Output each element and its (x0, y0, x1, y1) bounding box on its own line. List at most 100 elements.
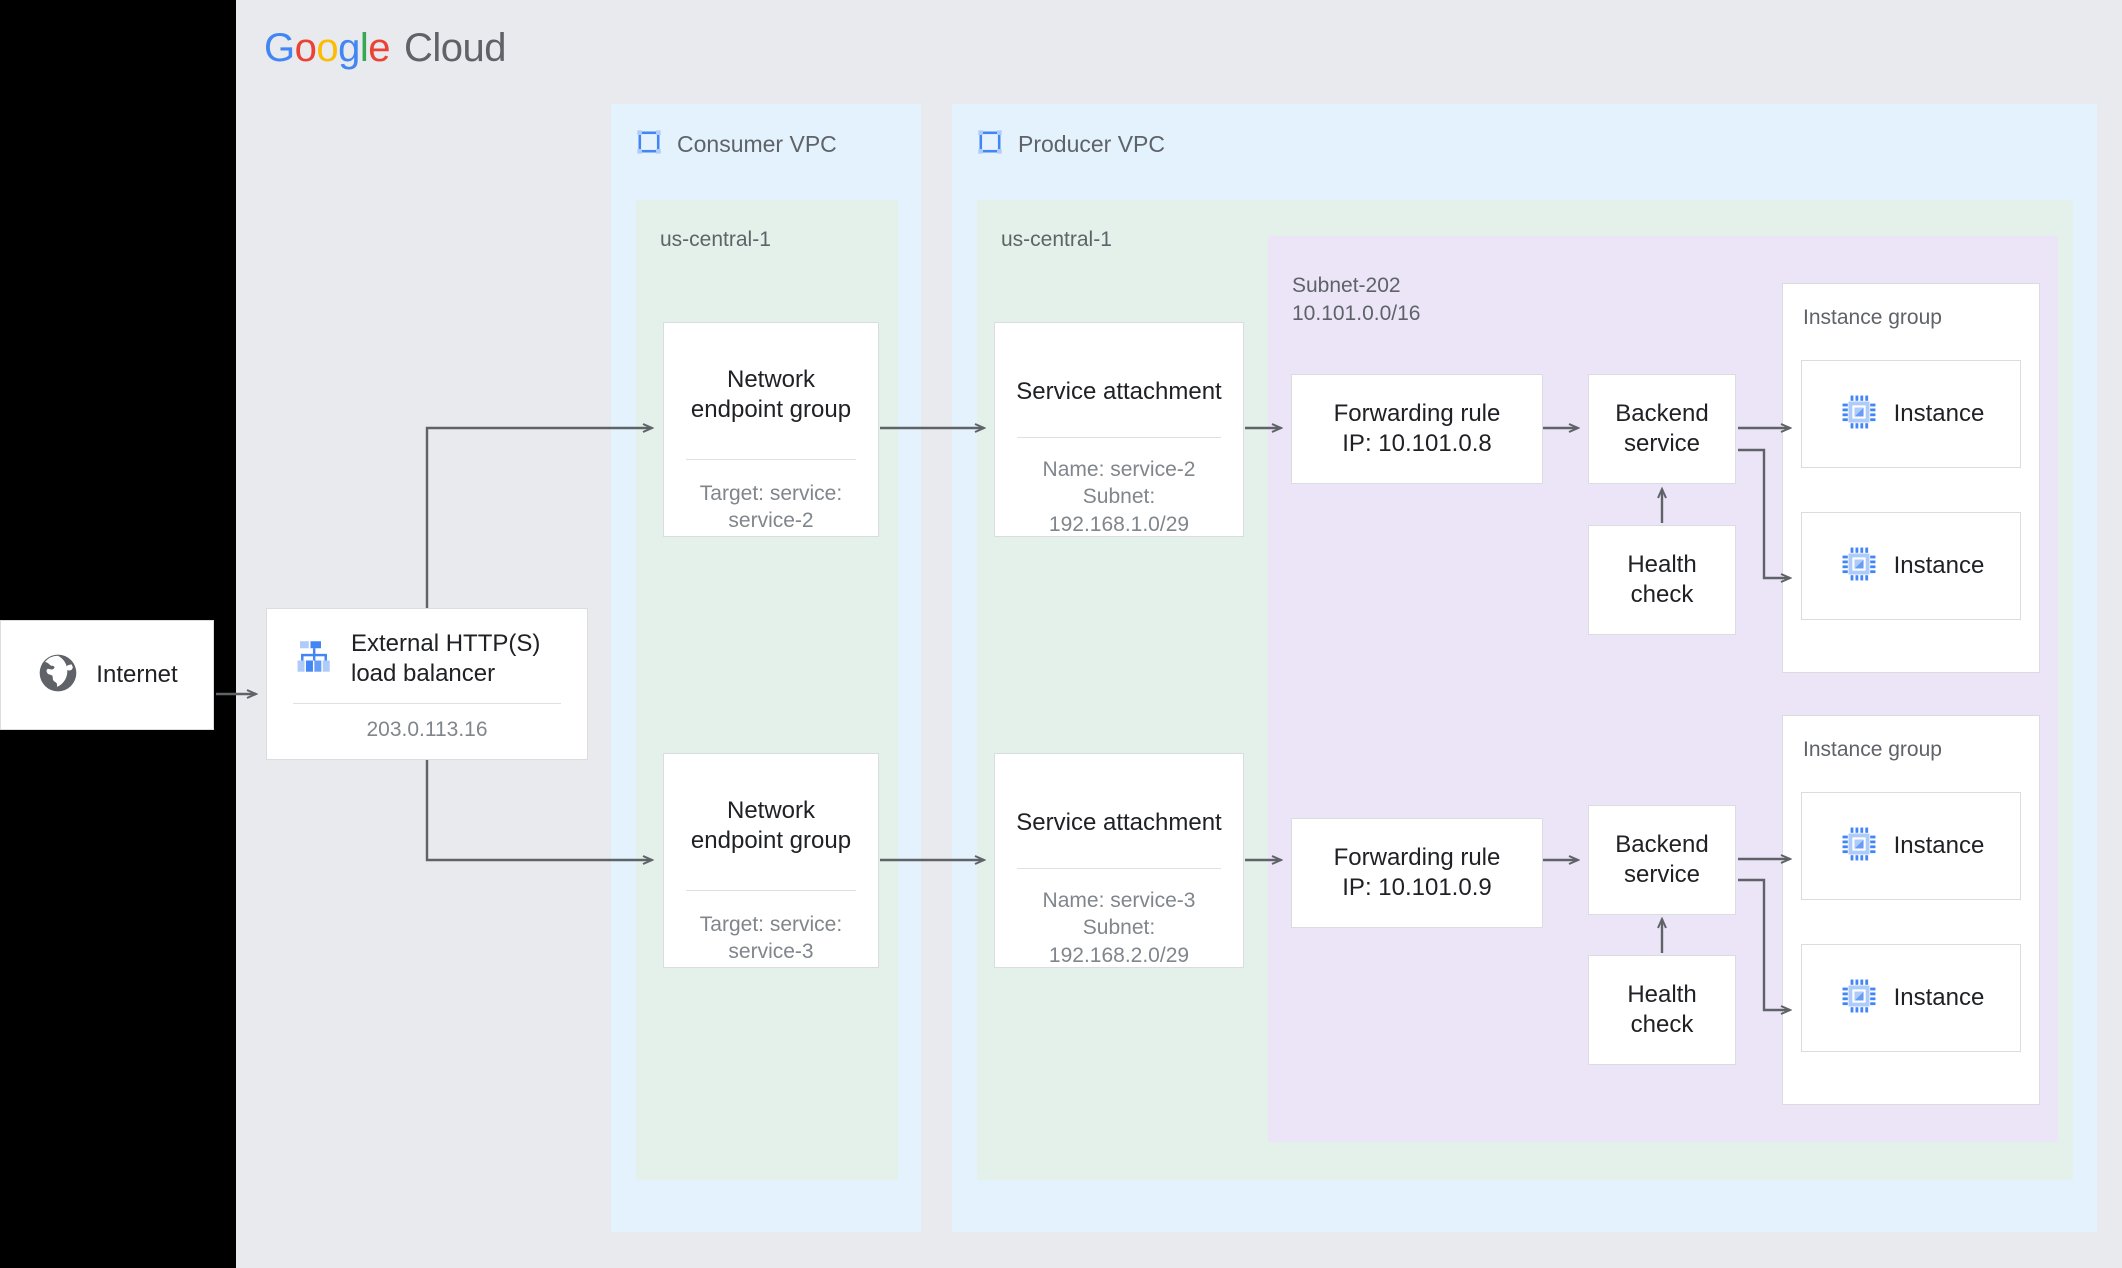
neg-1-title: Network endpoint group (664, 323, 878, 425)
backend-service-1: Backend service (1588, 374, 1736, 484)
backend-service-1-line2: service (1623, 430, 1701, 457)
forwarding-rule-1-ip: IP: 10.101.0.8 (1342, 430, 1492, 457)
consumer-region-label: us-central-1 (660, 228, 771, 251)
service-attachment-1: Service attachment Name: service-2 Subne… (994, 322, 1244, 537)
instance-label: Instance (1893, 552, 1985, 579)
neg-2-subtitle: Target: service: service-3 (664, 891, 878, 966)
instance-group-1-label: Instance group (1803, 306, 1942, 329)
sa-1-name: Name: service-2 (1042, 458, 1196, 481)
logo-letter-e: e (368, 26, 391, 70)
instance-label: Instance (1893, 832, 1985, 859)
divider (293, 703, 561, 704)
consumer-vpc-header: Consumer VPC (611, 104, 921, 161)
health-check-1-line1: Health (1627, 551, 1697, 578)
neg-1-sub-line1: Target: service: (699, 482, 843, 505)
backend-service-2: Backend service (1588, 805, 1736, 915)
service-attachment-2-title: Service attachment (1016, 809, 1222, 836)
service-attachment-1-title: Service attachment (1016, 378, 1222, 405)
neg-1-sub-line2: service-2 (728, 509, 814, 533)
instance-icon (1838, 823, 1880, 870)
forwarding-rule-1-line1: Forwarding rule (1333, 400, 1501, 427)
neg-1-title-line1: Network (726, 366, 816, 393)
instance-group-1: Instance group (1782, 283, 2040, 673)
logo-letter-o1: o (294, 26, 317, 70)
neg-1-title-line2: endpoint group (690, 396, 852, 423)
service-attachment-1-details: Name: service-2 Subnet: 192.168.1.0/29 (995, 438, 1243, 538)
backend-service-2-text: Backend service (1615, 830, 1708, 890)
load-balancer-title-line1: External HTTP(S) (351, 630, 541, 657)
google-cloud-logo: Google Cloud (264, 26, 507, 71)
load-balancer-ip: 203.0.113.16 (366, 718, 488, 741)
health-check-1: Health check (1588, 525, 1736, 635)
instance-group-1-instance-2: Instance (1801, 512, 2021, 620)
producer-region-label: us-central-1 (1001, 228, 1112, 251)
consumer-vpc-title: Consumer VPC (677, 131, 837, 157)
network-endpoint-group-1: Network endpoint group Target: service: … (663, 322, 879, 537)
divider (1017, 868, 1221, 869)
producer-vpc-header: Producer VPC (952, 104, 2097, 161)
vpc-icon (976, 128, 1004, 161)
service-attachment-2-details: Name: service-3 Subnet: 192.168.2.0/29 (995, 869, 1243, 969)
sa-2-subnet-label: Subnet: (1082, 916, 1156, 940)
sa-1-subnet-label: Subnet: (1082, 485, 1156, 509)
producer-vpc-title: Producer VPC (1018, 131, 1166, 157)
forwarding-rule-2-ip: IP: 10.101.0.9 (1342, 874, 1492, 901)
sa-1-subnet-cidr: 192.168.1.0/29 (1048, 512, 1190, 536)
load-balancer-icon (293, 636, 335, 683)
neg-2-sub-line2: service-3 (728, 940, 814, 964)
divider (1017, 437, 1221, 438)
backend-service-1-line1: Backend (1615, 400, 1709, 427)
logo-letter-l: l (359, 26, 369, 70)
neg-1-subtitle: Target: service: service-2 (664, 460, 878, 535)
sa-2-name: Name: service-3 (1042, 889, 1196, 912)
forwarding-rule-1-text: Forwarding rule IP: 10.101.0.8 (1334, 399, 1501, 459)
neg-2-sub-line1: Target: service: (699, 913, 843, 936)
neg-2-title: Network endpoint group (664, 754, 878, 856)
vpc-icon (635, 128, 663, 161)
load-balancer-title: External HTTP(S) load balancer (351, 629, 540, 689)
neg-2-title-line2: endpoint group (690, 827, 852, 854)
health-check-2-line1: Health (1627, 981, 1697, 1008)
logo-letter-g: G (264, 26, 295, 70)
health-check-2-line2: check (1630, 1011, 1694, 1038)
instance-icon (1838, 975, 1880, 1022)
forwarding-rule-2-line1: Forwarding rule (1333, 844, 1501, 871)
globe-icon (36, 651, 80, 700)
backend-service-2-line1: Backend (1615, 831, 1709, 858)
service-attachment-2: Service attachment Name: service-3 Subne… (994, 753, 1244, 968)
load-balancer-title-line2: load balancer (351, 660, 496, 687)
logo-word-cloud: Cloud (404, 26, 507, 70)
divider (686, 459, 856, 460)
internet-node: Internet (0, 620, 214, 730)
instance-group-2: Instance group (1782, 715, 2040, 1105)
health-check-2-text: Health check (1627, 980, 1696, 1040)
network-endpoint-group-2: Network endpoint group Target: service: … (663, 753, 879, 968)
neg-2-title-line1: Network (726, 797, 816, 824)
subnet-name: Subnet-202 (1292, 274, 1401, 297)
backend-service-1-text: Backend service (1615, 399, 1708, 459)
instance-group-2-label: Instance group (1803, 738, 1942, 761)
internet-label: Internet (96, 661, 178, 688)
logo-letter-o2: o (316, 26, 339, 70)
backend-service-2-line2: service (1623, 861, 1701, 888)
forwarding-rule-2-text: Forwarding rule IP: 10.101.0.9 (1334, 843, 1501, 903)
health-check-1-text: Health check (1627, 550, 1696, 610)
sa-2-subnet-cidr: 192.168.2.0/29 (1048, 943, 1190, 967)
health-check-2: Health check (1588, 955, 1736, 1065)
logo-letter-g2: g (338, 26, 360, 70)
forwarding-rule-1: Forwarding rule IP: 10.101.0.8 (1291, 374, 1543, 484)
instance-group-2-instance-1: Instance (1801, 792, 2021, 900)
instance-group-2-instance-2: Instance (1801, 944, 2021, 1052)
health-check-1-line2: check (1630, 581, 1694, 608)
subnet-cidr: 10.101.0.0/16 (1292, 302, 1421, 326)
instance-group-1-instance-1: Instance (1801, 360, 2021, 468)
load-balancer-header: External HTTP(S) load balancer (267, 609, 587, 689)
instance-label: Instance (1893, 984, 1985, 1011)
external-http-load-balancer-node: External HTTP(S) load balancer 203.0.113… (266, 608, 588, 760)
instance-label: Instance (1893, 400, 1985, 427)
subnet-label: Subnet-202 10.101.0.0/16 (1292, 272, 1420, 329)
divider (686, 890, 856, 891)
forwarding-rule-2: Forwarding rule IP: 10.101.0.9 (1291, 818, 1543, 928)
instance-icon (1838, 391, 1880, 438)
